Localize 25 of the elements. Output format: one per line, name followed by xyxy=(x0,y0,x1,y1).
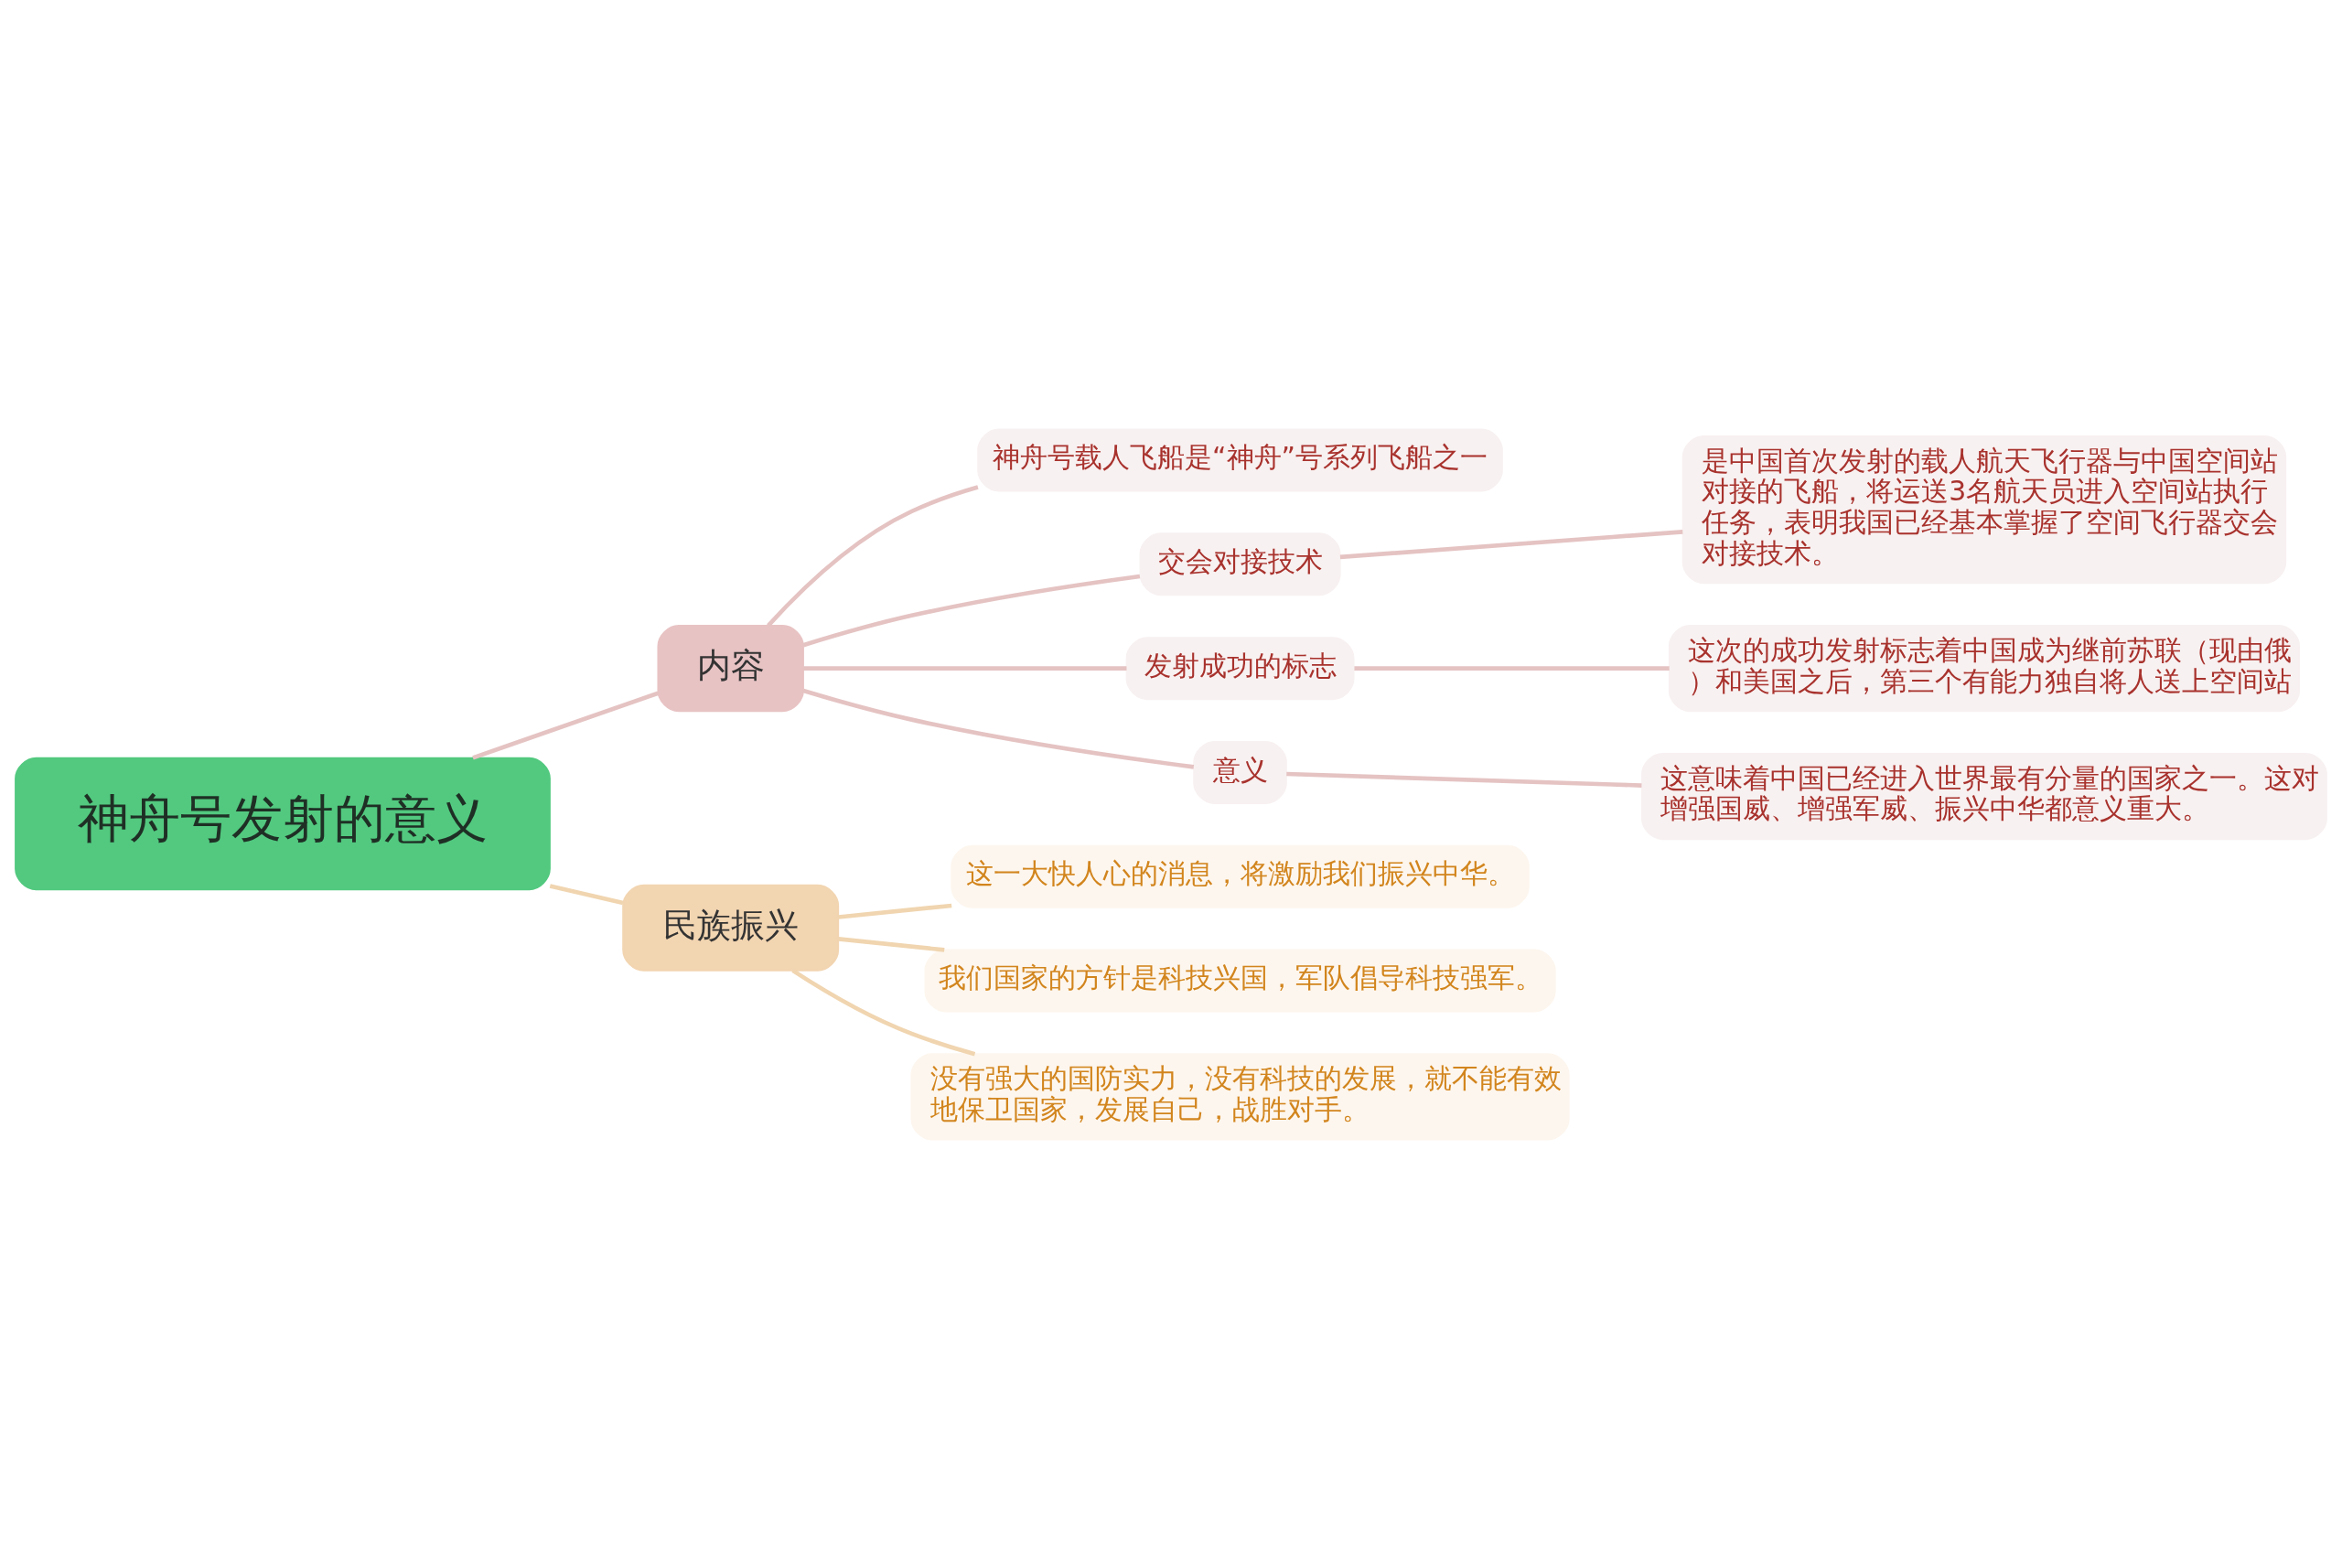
connector xyxy=(802,688,1195,769)
node-box: 这意味着中国已经进入世界最有分量的国家之一。这对增强国威、增强军威、振兴中华都意义重大。 xyxy=(1640,752,2327,840)
node-box: 意义 xyxy=(1193,740,1287,804)
connector xyxy=(472,691,660,760)
connector xyxy=(791,968,976,1056)
node-box: 神舟号载人飞船是“神舟”号系列飞船之一 xyxy=(977,428,1503,492)
node-box: 没有强大的国防实力，没有科技的发展，就不能有效地保卫国家，发展自己，战胜对手。 xyxy=(910,1052,1570,1140)
node-box: 民族振兴 xyxy=(622,884,840,972)
connector xyxy=(1286,771,1642,788)
node-box: 交会对接技术 xyxy=(1139,532,1341,596)
node-box: 这一大快人心的消息，将激励我们振兴中华。 xyxy=(951,844,1530,908)
node-box: 我们国家的方针是科技兴国，军队倡导科技强军。 xyxy=(924,949,1556,1013)
node-box: 内容 xyxy=(657,624,804,712)
connector xyxy=(802,574,1141,647)
node-box: 神舟号发射的意义 xyxy=(15,757,551,890)
connector xyxy=(549,883,624,905)
connector xyxy=(767,484,979,627)
connector xyxy=(1339,529,1683,559)
connector xyxy=(838,936,945,952)
node-box: 发射成功的标志 xyxy=(1125,636,1355,700)
node-box: 这次的成功发射标志着中国成为继前苏联（现由俄）和美国之后，第三个有能力独自将人送上空间站 xyxy=(1668,624,2301,712)
connector xyxy=(838,903,952,919)
node-box: 是中国首次发射的载人航天飞行器与中国空间站对接的飞船，将运送3名航天员进入空间站执行任务，表明我国已经基本掌握了空间飞行器交会对接技术。 xyxy=(1681,435,2287,584)
connector xyxy=(1354,665,1670,671)
connector xyxy=(803,665,1127,671)
